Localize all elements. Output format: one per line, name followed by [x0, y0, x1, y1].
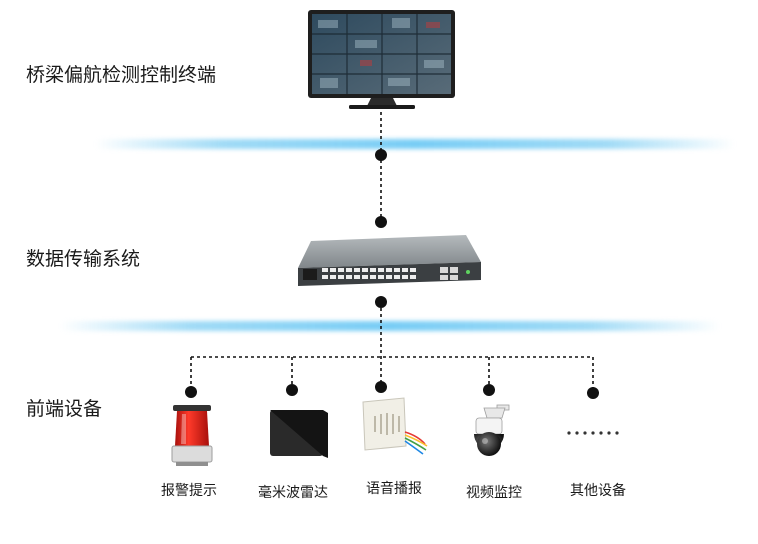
- network-switch-icon: [298, 235, 481, 286]
- layer-label-terminal: 桥梁偏航检测控制终端: [26, 64, 217, 86]
- connector-dot-speaker: [375, 381, 387, 393]
- connector-dot-alarm: [185, 386, 197, 398]
- device-label-camera: 视频监控: [466, 485, 522, 501]
- connector-dot-switch-lower: [375, 296, 387, 308]
- device-label-other: 其他设备: [570, 483, 626, 499]
- device-label-radar: 毫米波雷达: [258, 485, 328, 501]
- connector-dot-other: [587, 387, 599, 399]
- connector-dot-switch-upper: [375, 216, 387, 228]
- more-devices-ellipsis-icon: [567, 431, 619, 435]
- layer-label-transmission: 数据传输系统: [26, 248, 141, 270]
- speaker-icon: [362, 397, 428, 455]
- connector-dot-top: [375, 149, 387, 161]
- connector-dot-radar: [286, 384, 298, 396]
- mmwave-radar-icon: [270, 410, 328, 458]
- separator-line-bottom: [60, 321, 720, 331]
- device-label-alarm: 报警提示: [161, 483, 217, 499]
- monitor-icon: [308, 10, 455, 109]
- separator-line-top: [95, 139, 735, 149]
- connector-dot-camera: [483, 384, 495, 396]
- alarm-light-icon: [171, 405, 213, 466]
- device-label-speaker: 语音播报: [366, 481, 422, 497]
- dome-camera-icon: [474, 404, 510, 456]
- layer-label-frontend: 前端设备: [26, 398, 103, 420]
